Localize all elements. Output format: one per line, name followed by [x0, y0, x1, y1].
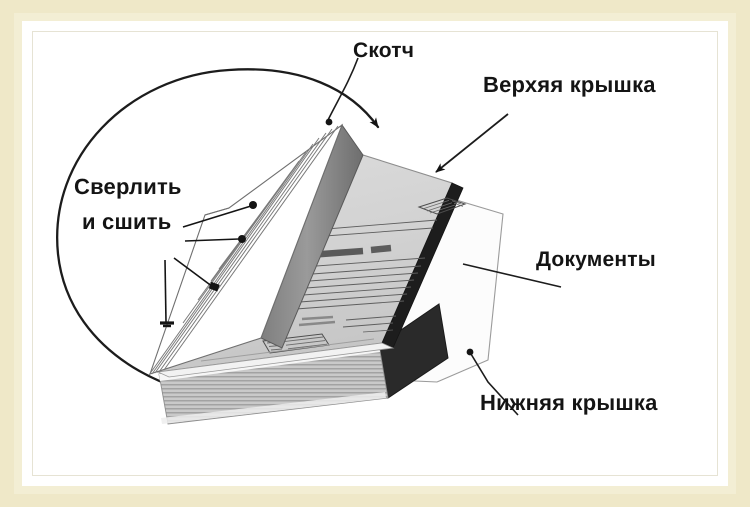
cover-label-top [417, 197, 467, 215]
folder-assembly-drawing [56, 57, 562, 425]
cover-signature-block [298, 315, 397, 333]
label-stitch: и сшить [82, 209, 172, 234]
label-top-cover: Верхяя крышка [483, 72, 656, 97]
page-stack [148, 123, 344, 376]
label-drill: Сверлить [74, 174, 182, 199]
leader-tape [325, 57, 359, 126]
leader-bottom-cover [466, 348, 519, 416]
diagram-canvas [33, 32, 717, 475]
circle-callout [56, 68, 380, 403]
label-bottom-cover: Нижняя крышка [480, 390, 658, 415]
leader-drill-stitch [160, 201, 257, 328]
leader-documents [462, 263, 562, 288]
leader-top-cover [435, 113, 509, 173]
label-documents: Документы [536, 248, 656, 271]
label-tape: Скотч [353, 39, 415, 62]
